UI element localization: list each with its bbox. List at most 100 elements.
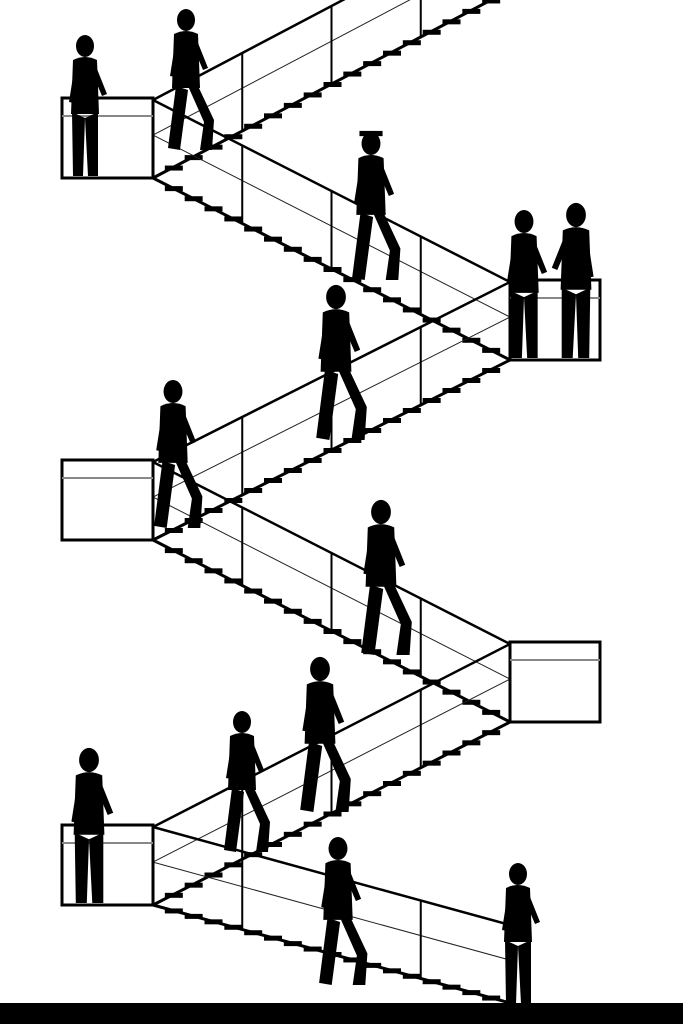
stair-tread	[383, 297, 401, 303]
landing-frame	[508, 278, 602, 362]
stair-tread	[363, 61, 382, 67]
head	[79, 747, 99, 773]
arm	[502, 892, 513, 931]
leg	[518, 940, 531, 1004]
person-standing	[502, 863, 540, 1004]
head	[509, 863, 527, 885]
leg	[89, 832, 104, 903]
leg	[85, 112, 98, 176]
stair-tread	[442, 689, 461, 695]
stair-tread	[244, 488, 263, 493]
leg	[300, 741, 323, 812]
leg	[352, 212, 374, 280]
stair-tread	[462, 8, 481, 14]
person-walking	[361, 499, 412, 655]
arm	[192, 38, 208, 70]
leg	[383, 584, 412, 655]
person-walking-hat	[352, 130, 401, 280]
stair-tread	[164, 528, 183, 533]
person-walking	[168, 9, 214, 150]
stair-tread	[482, 709, 501, 715]
stair-tread	[323, 811, 342, 817]
stair-tread	[422, 317, 441, 323]
stair-tread	[224, 134, 243, 140]
stair-tread	[283, 608, 302, 614]
head	[76, 35, 94, 57]
arm	[321, 867, 333, 909]
leg	[505, 940, 518, 1004]
landing-frame	[508, 640, 602, 724]
arm	[318, 316, 331, 360]
stair-tread	[482, 368, 501, 373]
stair-tread	[383, 659, 401, 665]
stair-tread	[164, 908, 183, 914]
stair-tread	[383, 418, 401, 423]
stair-tread	[264, 236, 282, 242]
head	[310, 656, 330, 682]
stair-tread	[283, 468, 302, 473]
stair-flight	[152, 642, 511, 907]
stair-tread	[482, 347, 501, 353]
stair-tread	[184, 196, 203, 202]
stair-tread	[383, 968, 401, 974]
stair-tread	[303, 92, 322, 98]
stair-tread	[442, 388, 461, 393]
landing-frame	[60, 96, 155, 180]
stair-tread	[283, 246, 302, 252]
stair-tread	[422, 398, 441, 403]
person-walking	[154, 379, 203, 528]
arm	[179, 410, 197, 444]
leg	[361, 584, 384, 655]
leg	[224, 788, 244, 852]
head	[566, 202, 586, 228]
ground-line	[0, 1003, 683, 1024]
leg	[322, 741, 351, 812]
stair-tread	[343, 438, 362, 443]
stair-tread	[184, 155, 203, 161]
stair-tread	[482, 0, 501, 4]
arm	[551, 234, 570, 270]
stair-tread	[323, 267, 342, 272]
landing-frame	[60, 823, 155, 907]
stair-tread	[323, 629, 342, 634]
person-walking	[224, 711, 270, 852]
stair-tread	[462, 990, 481, 996]
arm	[387, 531, 406, 567]
stair-tread	[462, 699, 481, 705]
leg	[72, 112, 85, 176]
arm	[156, 410, 168, 452]
person-standing	[69, 35, 107, 176]
arm	[342, 316, 361, 352]
stair-tread	[363, 962, 382, 968]
head	[371, 499, 391, 525]
arm	[377, 162, 395, 196]
head	[328, 836, 348, 861]
stair-tread	[303, 946, 322, 952]
stair-tread	[402, 973, 421, 979]
stair-tread	[402, 669, 421, 675]
stair-tread	[343, 277, 362, 283]
stair-tread	[442, 750, 461, 756]
arm	[581, 234, 594, 278]
arm	[363, 531, 376, 575]
stair-tread	[343, 639, 362, 645]
leg	[561, 287, 576, 358]
stair-tread	[323, 448, 342, 453]
stair-tread	[462, 740, 481, 746]
landing-left-2	[60, 458, 155, 542]
stair-tread	[283, 941, 302, 947]
head	[326, 284, 346, 310]
person-walking	[316, 284, 367, 440]
stair-tread	[224, 924, 243, 930]
stair-tread	[264, 478, 282, 483]
leg	[524, 290, 538, 358]
leg	[74, 832, 89, 903]
stair-tread	[482, 730, 501, 736]
stair-tread	[462, 378, 481, 383]
stair-tread	[343, 71, 362, 77]
stair-tread	[244, 123, 263, 129]
stair-tread	[402, 408, 421, 413]
stair-tread	[383, 781, 401, 786]
stair-tread	[482, 995, 501, 1001]
arm	[344, 867, 362, 901]
